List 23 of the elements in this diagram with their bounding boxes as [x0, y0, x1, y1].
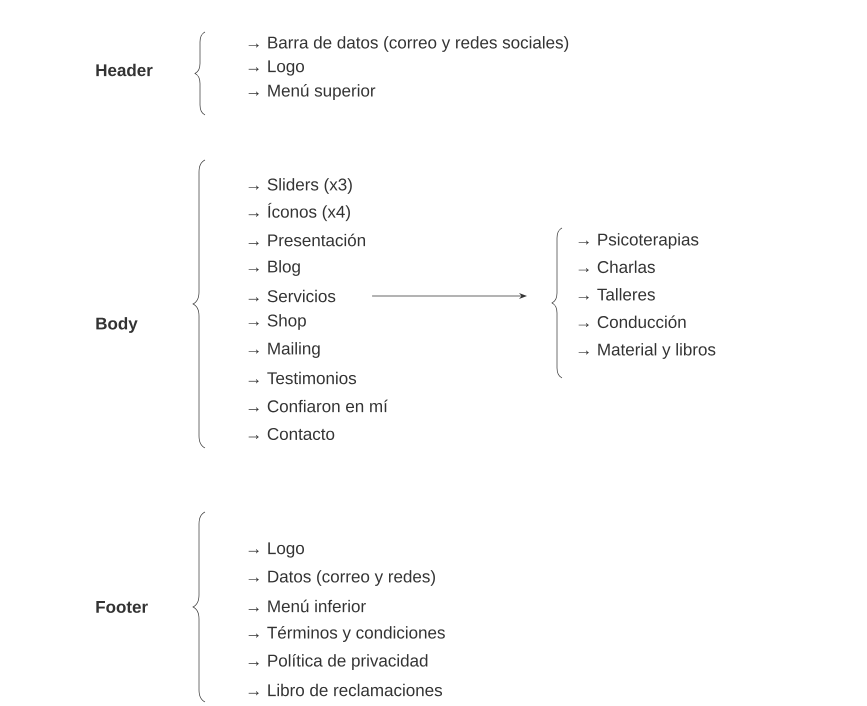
- section-heading: Body: [96, 317, 138, 333]
- list-item: → Shop: [248, 314, 306, 330]
- list-item: → Psicoterapias → Charlas → Talleres → Conducción → Material y libros: [578, 233, 716, 359]
- list-item: → Servicios: [248, 290, 336, 302]
- list-item: → Términos y condiciones: [248, 626, 445, 642]
- list-item: → Contacto: [248, 428, 334, 440]
- list-item: → Menú inferior: [248, 600, 366, 612]
- list-item: → Logo: [248, 542, 304, 558]
- list-item: → Íconos (x4): [248, 202, 350, 222]
- list-item: → Mailing: [248, 342, 320, 358]
- list-item: → Política de privacidad: [248, 654, 428, 670]
- list-item: → Testimonios: [248, 372, 356, 384]
- list-item: → Logo: [248, 60, 304, 76]
- list-item: → Barra de datos (correo y redes sociales): [248, 36, 568, 52]
- list-item: → Libro de reclamaciones: [248, 684, 442, 696]
- list-item: → Blog: [248, 260, 300, 276]
- list-item: → Confiaron en mí: [248, 400, 388, 412]
- list-item: → Sliders (x3): [248, 178, 352, 194]
- list-item: → Menú superior: [248, 84, 376, 100]
- list-item: → Datos (correo y redes): [248, 570, 435, 586]
- list-item: → Presentación: [248, 234, 366, 246]
- section-heading: Footer: [96, 601, 148, 613]
- section-heading: Header: [96, 64, 153, 76]
